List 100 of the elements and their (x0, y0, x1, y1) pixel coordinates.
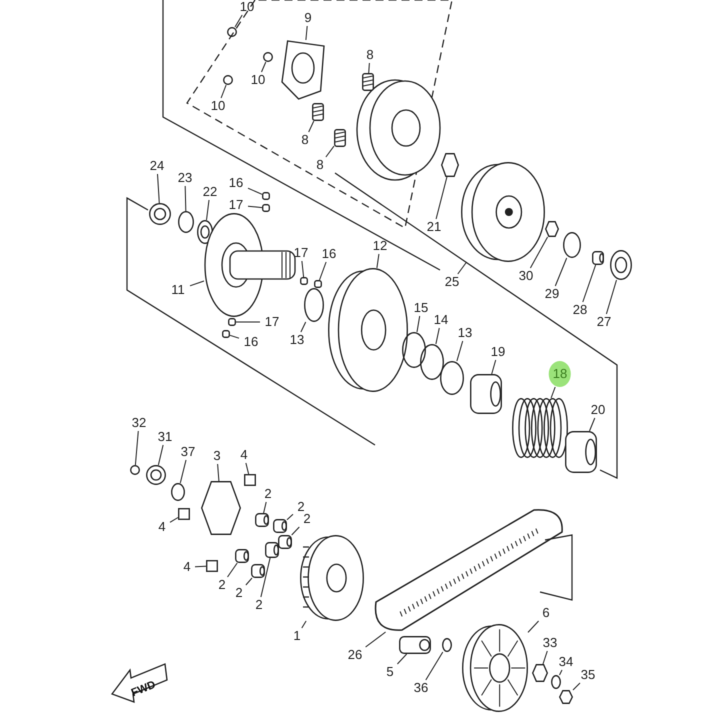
nut-drawing (532, 664, 548, 682)
callout-number: 17 (264, 315, 280, 329)
leader-line (606, 280, 617, 314)
spring-drawing (362, 73, 374, 91)
ring-drawing (304, 288, 324, 322)
leader-line (376, 254, 380, 268)
nut-drawing (558, 690, 574, 704)
ring-drawing (440, 361, 464, 395)
leader-line (263, 502, 267, 514)
leader-line (456, 340, 464, 362)
pin-drawing (222, 330, 230, 338)
callout-number: 25 (444, 275, 460, 289)
ring-drawing (171, 483, 185, 501)
callout-number: 4 (157, 520, 167, 534)
callout-number: 2 (296, 500, 306, 514)
leader-line (589, 418, 596, 432)
leader-line (582, 264, 596, 302)
callout-number: 18 (548, 361, 572, 387)
bearing-drawing (149, 203, 171, 225)
callout-number: 37 (180, 445, 196, 459)
leader-line (158, 444, 164, 466)
callout-number: 2 (217, 578, 227, 592)
callout-number: 10 (238, 0, 256, 14)
ring-drawing (551, 675, 561, 689)
leader-line (227, 562, 238, 578)
callout-number: 14 (432, 313, 450, 327)
callout-number: 26 (346, 648, 364, 662)
leader-line (365, 632, 386, 648)
callout-number: 13 (456, 326, 474, 340)
clutch-disc-drawing (328, 268, 408, 392)
spring-drawing (334, 129, 346, 147)
clutch-housing-drawing (461, 162, 545, 262)
bearing-drawing (610, 250, 632, 280)
ring-drawing (402, 332, 426, 368)
roller-drawing (265, 542, 279, 558)
leader-line (559, 670, 562, 676)
leader-line (157, 174, 160, 204)
leader-line (301, 620, 307, 628)
leader-line (457, 262, 468, 274)
callout-number: 32 (130, 416, 148, 430)
leader-line (170, 517, 178, 523)
guide-drawing (178, 508, 190, 520)
callout-number: 1 (292, 629, 302, 643)
leader-line (261, 62, 266, 72)
callout-number: 28 (572, 303, 588, 317)
callout-number: 11 (170, 283, 186, 297)
leader-line (248, 188, 262, 195)
callout-number: 20 (590, 403, 606, 417)
callout-number: 15 (412, 301, 430, 315)
leader-line (572, 682, 580, 690)
leader-line (530, 236, 548, 268)
leader-line (396, 654, 408, 664)
leader-line (190, 280, 204, 286)
callout-number: 8 (365, 48, 375, 62)
roller-drawing (278, 535, 292, 549)
leader-line (194, 566, 206, 568)
pin-drawing (300, 277, 308, 285)
callout-number: 3 (212, 449, 222, 463)
callout-number: 12 (372, 239, 388, 253)
leader-line (286, 514, 294, 520)
leader-line (291, 526, 300, 536)
callout-number: 6 (541, 606, 551, 620)
slider-drawing (201, 481, 241, 535)
fan-pulley-drawing (462, 624, 528, 712)
pin-drawing (314, 280, 322, 288)
callout-number: 36 (412, 681, 430, 695)
leader-line (491, 360, 496, 374)
callout-number: 35 (580, 668, 596, 682)
leader-line (416, 316, 420, 332)
callout-number: 4 (182, 560, 192, 574)
clip-drawing (223, 75, 233, 85)
callout-number: 27 (596, 315, 612, 329)
collar-drawing (565, 431, 597, 473)
leader-line (301, 260, 304, 278)
leader-line (234, 14, 243, 28)
callout-number: 23 (176, 171, 194, 185)
guide-drawing (206, 560, 218, 572)
leader-line (245, 462, 250, 474)
callout-number: 16 (320, 247, 338, 261)
callout-number: 9 (303, 11, 313, 25)
pin-drawing (262, 204, 270, 212)
leader-line (260, 558, 271, 598)
leader-line (542, 650, 548, 664)
leader-line (305, 26, 308, 40)
leader-line (184, 186, 186, 212)
coil-spring-drawing (512, 398, 568, 458)
callout-number: 10 (210, 99, 226, 113)
callout-number: 10 (250, 73, 266, 87)
drive-belt-drawing (374, 509, 563, 631)
callout-number: 34 (558, 655, 574, 669)
callout-number: 24 (148, 159, 166, 173)
callout-number: 16 (242, 335, 260, 349)
leader-line (368, 62, 370, 74)
leader-line (248, 206, 262, 208)
leader-line (554, 258, 568, 286)
leader-line (528, 620, 540, 633)
callout-number: 2 (234, 586, 244, 600)
plate-drawing (281, 40, 325, 100)
callout-number: 29 (544, 287, 560, 301)
clip-drawing (263, 52, 273, 62)
